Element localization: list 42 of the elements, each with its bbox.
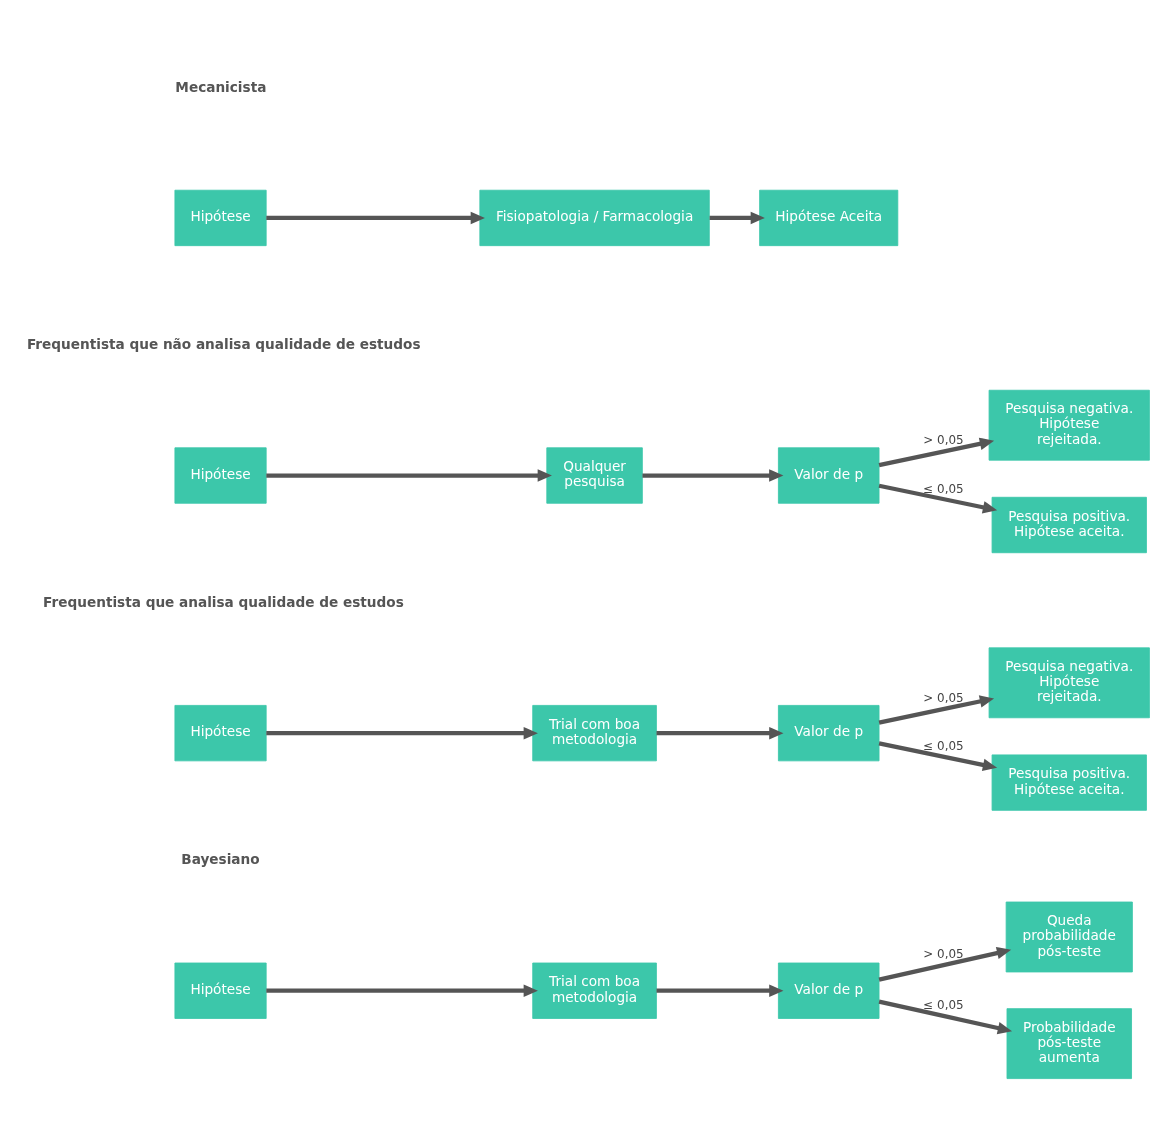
arrow [878,437,995,467]
arrow [656,726,784,739]
node-box: Hipótese [174,962,267,1019]
label: Mecanicista [175,78,267,95]
edge-label: ≤ 0,05 [923,481,964,496]
arrow [878,999,1013,1034]
node-box: Hipótese [174,189,267,246]
node-box: Hipótese Aceita [759,189,899,246]
node-box: Queda probabilidade pós-teste [1005,901,1133,972]
node-box: Pesquisa negativa. Hipótese rejeitada. [988,646,1150,718]
arrow [656,984,784,997]
edge-label: > 0,05 [923,690,964,705]
node-box: Fisiopatologia / Farmacologia [479,189,710,246]
edge-label: > 0,05 [923,946,964,961]
label: Frequentista que analisa qualidade de estudos [43,593,404,610]
arrow [642,468,784,482]
arrow [266,726,538,739]
node-box: Pesquisa positiva. Hipótese aceita. [991,753,1147,811]
edge-label: ≤ 0,05 [923,738,964,753]
node-box: Qualquer pesquisa [546,446,643,504]
node-box: Hipótese [174,446,267,504]
node-box: Valor de p [777,704,880,761]
arrow [709,211,765,224]
node-box: Trial com boa metodologia [532,704,657,761]
arrow [878,740,998,771]
node-box: Probabilidade pós-teste aumenta [1006,1007,1132,1079]
label: Frequentista que não analisa qualidade de estudos [26,335,421,352]
node-box: Hipótese [174,704,267,761]
edge-label: ≤ 0,05 [923,997,964,1012]
node-box: Trial com boa metodologia [532,962,657,1019]
arrow [878,946,1012,982]
arrow [878,483,998,513]
arrow [266,468,552,482]
node-box: Pesquisa positiva. Hipótese aceita. [991,496,1147,553]
edge-label: > 0,05 [923,432,964,447]
node-box: Pesquisa negativa. Hipótese rejeitada. [988,389,1150,461]
arrow [266,211,485,224]
node-box: Valor de p [777,446,880,504]
arrow [266,984,538,997]
label: Bayesiano [181,850,260,867]
arrow [878,694,995,725]
node-box: Valor de p [777,962,880,1019]
